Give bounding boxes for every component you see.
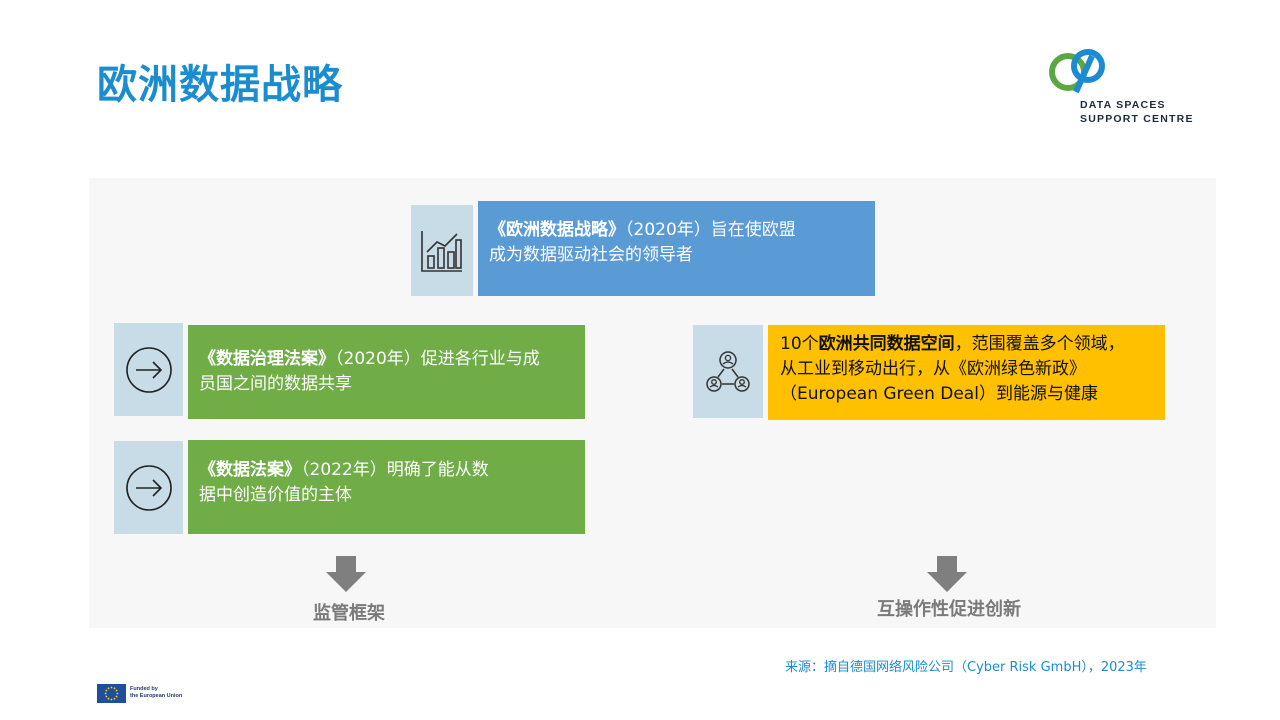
data-act-icon-box <box>114 441 183 534</box>
governance-icon-box <box>114 323 183 416</box>
data-act-title: 《数据法案》 <box>199 460 301 480</box>
strategy-icon-box <box>411 205 473 296</box>
dssc-logo <box>1048 44 1208 130</box>
down-arrow-icon <box>927 556 967 592</box>
governance-act-box: 《数据治理法案》（2020年）促进各行业与成 员国之间的数据共享 <box>188 325 585 419</box>
strategy-box: 《欧洲数据战略》（2020年）旨在使欧盟 成为数据驱动社会的领导者 <box>478 201 875 296</box>
caption-interoperability: 互操作性促进创新 <box>877 599 1021 620</box>
arrow-right-circle-icon <box>125 346 172 393</box>
data-act-box: 《数据法案》（2022年）明确了能从数 据中创造价值的主体 <box>188 440 585 534</box>
down-arrow-icon <box>326 556 366 592</box>
data-spaces-title: 欧洲共同数据空间 <box>818 334 955 354</box>
dssc-logo-text: DATA SPACES SUPPORT CENTRE <box>1080 99 1194 125</box>
arrow-right-circle-icon <box>125 464 172 511</box>
data-spaces-icon-box <box>693 325 763 418</box>
page-title: 欧洲数据战略 <box>97 62 343 108</box>
caption-regulatory-framework: 监管框架 <box>313 603 385 624</box>
people-network-icon <box>706 350 750 392</box>
source-note: 来源：摘自德国网络风险公司（Cyber Risk GmbH），2023年 <box>785 660 1147 675</box>
governance-act-title: 《数据治理法案》 <box>199 349 335 369</box>
eu-flag-icon <box>97 684 126 703</box>
eu-funding-text: Funded by the European Union <box>130 686 183 699</box>
dssc-logo-icon <box>1049 49 1105 94</box>
bar-chart-icon <box>421 230 462 272</box>
data-spaces-box: 10个欧洲共同数据空间，范围覆盖多个领域， 从工业到移动出行，从《欧洲绿色新政》… <box>768 325 1165 420</box>
strategy-title: 《欧洲数据战略》 <box>489 220 625 240</box>
